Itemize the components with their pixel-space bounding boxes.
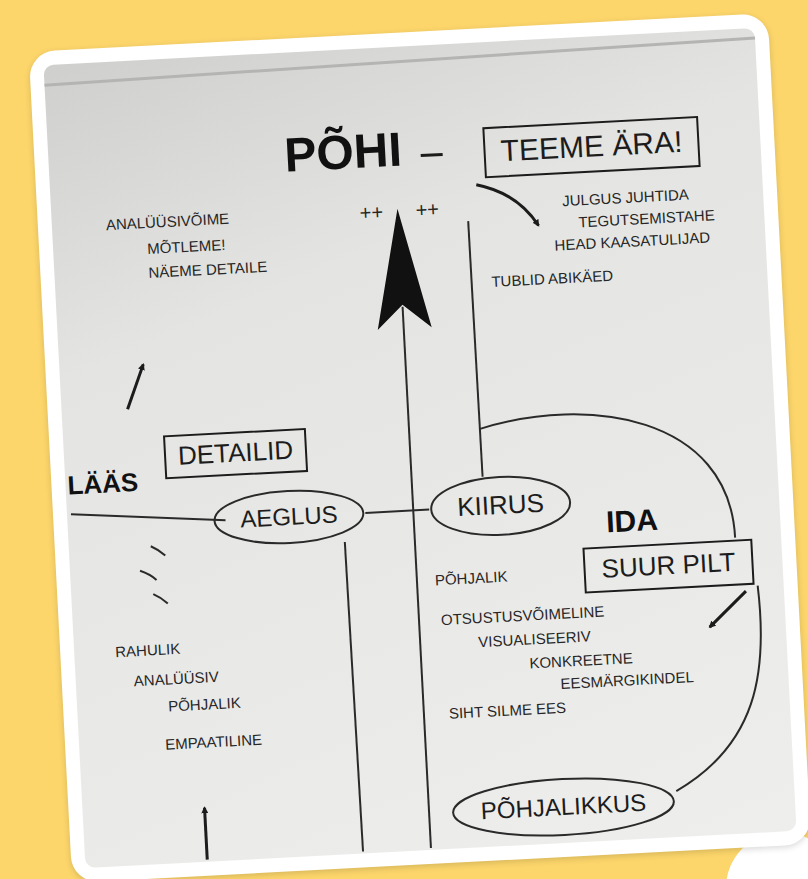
quadrant-curve [666, 585, 770, 791]
handwritten-note: NÄEME DETAILE [148, 258, 268, 282]
sketch-dash [151, 545, 166, 556]
node-text: PÕHJALIKKUS [480, 789, 647, 825]
handwritten-note: PÕHJALIK [168, 694, 241, 716]
board-frame [44, 38, 756, 85]
handwritten-note: SIHT SILME EES [448, 699, 566, 723]
handwritten-note: EESMÄRGIKINDEL [560, 668, 694, 693]
pointer-arrow [476, 182, 538, 229]
handwritten-note: ANALÜÜSIVÕIME [105, 210, 229, 234]
whiteboard-photo [43, 28, 796, 868]
handwritten-note: RAHULIK [115, 640, 181, 661]
ellipse-outline [213, 487, 365, 547]
handwritten-note: JULGUS JUHTIDA [562, 186, 689, 211]
handwritten-note: ++ [415, 197, 440, 222]
connector-layer [29, 13, 808, 879]
handwritten-note: LÄÄS [67, 467, 139, 502]
node-text: KIIRUS [457, 489, 545, 523]
handwritten-note: HEAD KAASATULIJAD [554, 229, 710, 255]
ellipse-node: AEGLUS [211, 485, 367, 549]
sketch-dash [140, 570, 157, 581]
quadrant-curve [480, 406, 736, 551]
handwritten-note: TUBLID ABIKÄED [491, 267, 613, 291]
handwritten-note: EMPAATILINE [165, 731, 263, 754]
handwritten-note: IDA [605, 502, 658, 541]
pointer-arrow [708, 591, 748, 627]
handwritten-note: KONKREETNE [529, 649, 633, 672]
node-text: SUUR PILT [601, 548, 736, 585]
ellipse-node: PÕHJALIKKUS [450, 771, 678, 843]
west-axis [71, 506, 226, 528]
handwritten-note: PÕHI [283, 121, 403, 185]
pointer-arrow [125, 364, 145, 409]
handwritten-note: MÕTLEME! [147, 236, 226, 258]
connector [365, 510, 429, 513]
dash-mark [421, 154, 443, 155]
node-text: DETAILID [177, 436, 294, 472]
handwritten-note: OTSUSTUSVÕIMELINE [441, 603, 605, 630]
ellipse-node: KIIRUS [428, 471, 574, 540]
pointer-arrow [205, 808, 208, 860]
node-text: TEEME ÄRA! [500, 125, 683, 169]
outlined-box: TEEME ÄRA! [482, 116, 700, 178]
node-text: AEGLUS [240, 501, 339, 534]
whiteboard-sketch [29, 13, 808, 879]
handwritten-note: PÕHJALIK [434, 568, 507, 590]
compass-axis [403, 307, 431, 848]
ellipse-outline [452, 773, 676, 840]
north-arrowhead [371, 207, 431, 330]
ellipse-outline [430, 473, 572, 538]
outlined-box: DETAILID [163, 428, 308, 479]
sketch-dash [153, 593, 168, 604]
handwritten-note: ANALÜÜSIV [133, 668, 219, 690]
outlined-box: SUUR PILT [582, 539, 754, 594]
quadrant-line [345, 542, 363, 852]
quadrant-line [468, 221, 482, 477]
handwritten-note: TEGUTSEMISTAHE [578, 206, 715, 231]
photo-card: TEEME ÄRA! DETAILID AEGLUS KIIRUS SUUR PILT P… [29, 13, 808, 879]
handwritten-note: ++ [359, 200, 384, 225]
handwritten-note: VISUALISEERIV [478, 627, 591, 651]
